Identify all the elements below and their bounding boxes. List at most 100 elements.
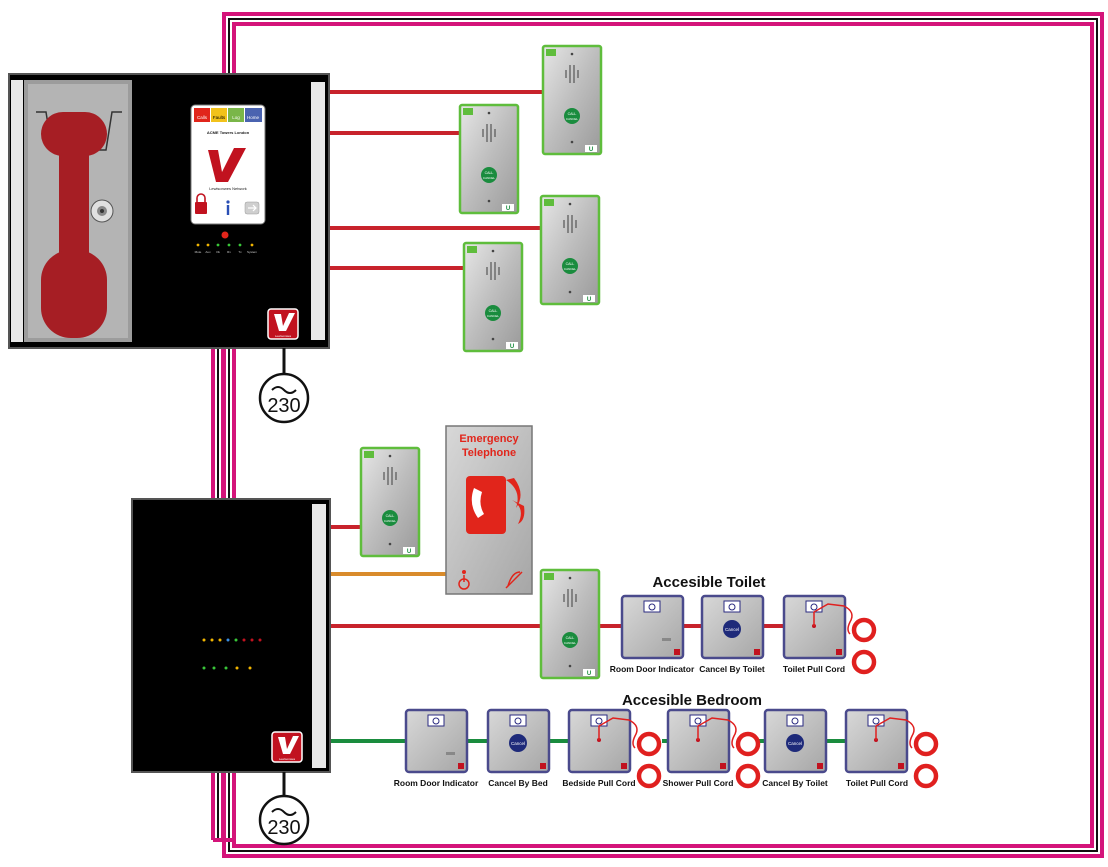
status-led: System — [247, 243, 258, 254]
tile-faults[interactable]: Faults — [211, 108, 227, 122]
pull-cord-ring-icon[interactable] — [636, 731, 662, 789]
fire-phone-icon — [466, 476, 525, 534]
device-caption: Room Door Indicator — [610, 664, 695, 674]
alarm-button[interactable] — [221, 231, 229, 239]
svg-text:U: U — [589, 147, 593, 153]
svg-text:System: System — [247, 250, 258, 254]
emergency-telephone[interactable]: Emergency Telephone — [445, 425, 533, 595]
wires-main-panel — [326, 90, 544, 270]
wheelchair-icon — [458, 570, 470, 590]
arrow-icon[interactable] — [244, 201, 260, 215]
svg-text:Lewisonwes: Lewisonwes — [279, 757, 296, 761]
accessible-symbol-icon — [643, 600, 661, 613]
pull-cord-ring-icon[interactable] — [851, 617, 877, 675]
main-control-panel: Calls Faults Log Home ACME Towers London… — [8, 73, 330, 349]
screen-site-title: ACME Towers London — [207, 130, 250, 135]
svg-text:Lewisonwes: Lewisonwes — [275, 334, 292, 338]
accessible-symbol-icon — [509, 714, 527, 727]
svg-text:U: U — [587, 297, 591, 303]
accessible-symbol-icon — [867, 714, 885, 727]
cancel-module[interactable]: Cancel — [700, 594, 765, 660]
brand-logo-icon — [274, 313, 295, 331]
key-switch-icon[interactable] — [90, 199, 114, 223]
svg-text:CALL: CALL — [566, 636, 575, 640]
svg-text:Mute: Mute — [195, 250, 202, 254]
door-module[interactable] — [620, 594, 685, 660]
intercom-unit[interactable]: CALL CANCEL U — [458, 103, 520, 215]
status-led: Tx — [238, 243, 242, 254]
info-icon[interactable] — [226, 200, 230, 215]
cancel-button[interactable] — [509, 734, 527, 752]
secondary-panel: Lewisonwes — [131, 498, 331, 773]
device-caption: Toilet Pull Cord — [783, 664, 845, 674]
status-led: Mute — [195, 243, 202, 254]
pull-cord — [598, 717, 638, 749]
cancel-button[interactable] — [723, 620, 741, 638]
power-supply-top: 230 — [258, 348, 310, 424]
voltage-label: 230 — [267, 395, 300, 417]
status-led: Ok — [216, 243, 220, 254]
pull-cord-ring-icon[interactable] — [735, 731, 761, 789]
touchscreen[interactable]: Calls Faults Log Home ACME Towers London… — [190, 104, 266, 225]
brand-logo: Lewisonwes — [271, 731, 303, 763]
voltage-label: 230 — [267, 817, 300, 839]
svg-text:Ok: Ok — [216, 250, 220, 254]
ac-tilde-icon — [271, 808, 297, 816]
svg-text:Cancel: Cancel — [788, 741, 802, 746]
pull-module[interactable] — [567, 708, 662, 789]
cancel-button[interactable] — [786, 734, 804, 752]
intercom-unit[interactable]: CALL CANCEL U — [539, 194, 601, 306]
svg-text:CANCEL: CANCEL — [487, 314, 500, 318]
panel-rail — [312, 504, 326, 768]
svg-text:Cancel: Cancel — [725, 627, 739, 632]
tile-home[interactable]: Home — [245, 108, 262, 122]
accessible-symbol-icon — [689, 714, 707, 727]
device-caption: Toilet Pull Cord — [846, 778, 908, 788]
svg-text:Faults: Faults — [213, 115, 226, 120]
intercom-unit[interactable]: CALL CANCEL U — [462, 241, 524, 353]
device-caption: Bedside Pull Cord — [562, 778, 635, 788]
svg-text:Calls: Calls — [197, 115, 208, 120]
pull-cord-ring-icon[interactable] — [913, 731, 939, 789]
wires-secondary-panel — [330, 525, 846, 743]
brand-logo-icon — [278, 736, 299, 754]
svg-text:Cancel: Cancel — [511, 741, 525, 746]
cancel-module[interactable]: Cancel — [763, 708, 828, 774]
door-module[interactable] — [404, 708, 469, 774]
svg-text:Log: Log — [232, 115, 240, 120]
svg-text:CANCEL: CANCEL — [564, 267, 577, 271]
accessible-symbol-icon — [590, 714, 608, 727]
ac-tilde-icon — [271, 386, 297, 394]
status-led-row: Mute Aux Ok Rx Tx System — [195, 243, 258, 254]
svg-text:U: U — [506, 206, 510, 212]
intercom-unit[interactable]: CALL CANCEL U — [359, 446, 421, 558]
cancel-module[interactable]: Cancel — [486, 708, 551, 774]
brand-logo: Lewisonwes — [267, 308, 299, 340]
svg-text:CANCEL: CANCEL — [564, 641, 577, 645]
device-caption: Cancel By Toilet — [762, 778, 828, 788]
intercom-unit[interactable]: CALL CANCEL U — [539, 568, 601, 680]
handset-icon[interactable] — [41, 112, 107, 338]
svg-text:Tx: Tx — [238, 250, 242, 254]
svg-text:CANCEL: CANCEL — [483, 176, 496, 180]
pull-module[interactable] — [666, 708, 761, 789]
svg-text:CALL: CALL — [566, 262, 575, 266]
svg-text:U: U — [407, 549, 411, 555]
pull-cord — [813, 603, 853, 635]
device-caption: Room Door Indicator — [394, 778, 479, 788]
lock-icon[interactable] — [195, 193, 207, 214]
accessible-symbol-icon — [723, 600, 741, 613]
svg-text:Home: Home — [247, 115, 260, 120]
intercom-unit[interactable]: CALL CANCEL U — [541, 44, 603, 156]
tile-log[interactable]: Log — [228, 108, 244, 122]
left-rail — [11, 80, 23, 342]
tile-calls[interactable]: Calls — [194, 108, 210, 122]
accessible-symbol-icon — [786, 714, 804, 727]
pull-module[interactable] — [844, 708, 939, 789]
svg-text:Aux: Aux — [205, 250, 211, 254]
accessible-bedroom-heading: Accesible Bedroom — [622, 692, 762, 709]
pull-cord — [875, 717, 915, 749]
svg-text:CALL: CALL — [485, 171, 494, 175]
accessible-symbol-icon — [427, 714, 445, 727]
pull-module[interactable] — [782, 594, 877, 675]
